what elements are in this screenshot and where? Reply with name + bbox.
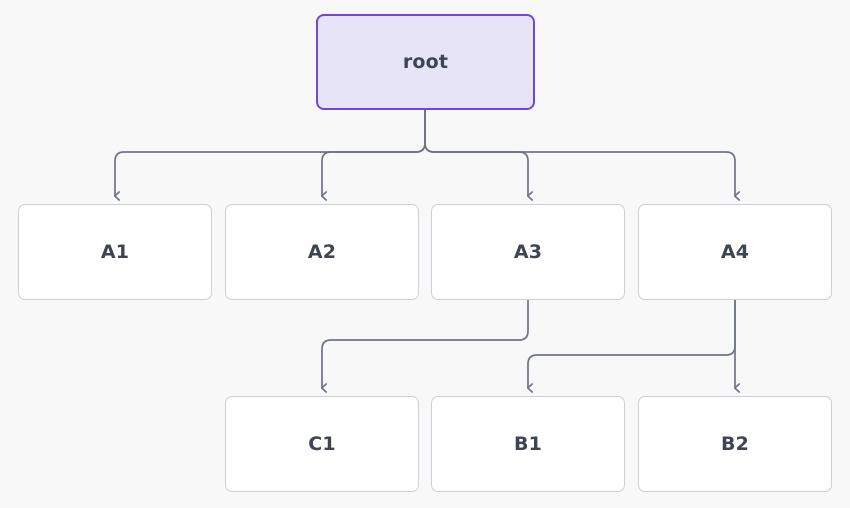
edge-paths: [113, 109, 741, 393]
edge-A3-to-C1: [320, 299, 529, 393]
node-a1[interactable]: A1: [18, 204, 212, 300]
edge-root-to-A4: [424, 109, 741, 201]
node-label: C1: [308, 432, 336, 455]
node-label: B2: [720, 432, 750, 455]
node-label: A1: [100, 240, 130, 263]
node-a2[interactable]: A2: [225, 204, 419, 300]
node-label: A4: [720, 240, 750, 263]
node-b2[interactable]: B2: [638, 396, 832, 492]
node-c1[interactable]: C1: [225, 396, 419, 492]
edge-root-to-A3: [424, 109, 534, 201]
edge-root-to-A1: [113, 109, 426, 201]
node-b1[interactable]: B1: [431, 396, 625, 492]
node-label: A2: [307, 240, 337, 263]
edge-root-to-A2: [320, 109, 426, 201]
node-root[interactable]: root: [316, 14, 535, 110]
edge-A4-to-B1: [526, 299, 736, 393]
node-label: root: [402, 50, 449, 73]
node-a4[interactable]: A4: [638, 204, 832, 300]
node-a3[interactable]: A3: [431, 204, 625, 300]
node-label: B1: [513, 432, 543, 455]
node-label: A3: [513, 240, 543, 263]
